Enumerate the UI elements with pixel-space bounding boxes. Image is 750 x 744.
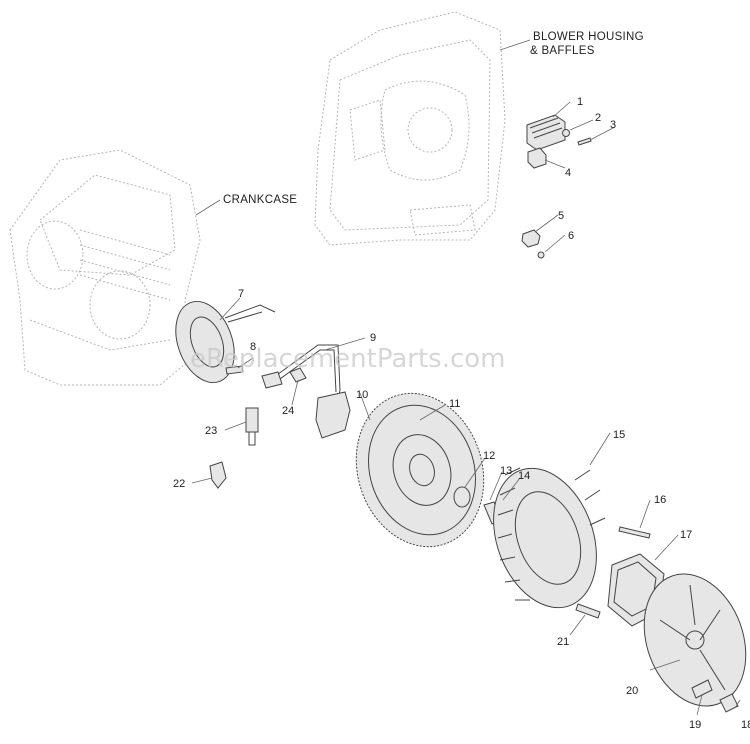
ignition-module-part-9 [261, 344, 351, 439]
spark-plug-part-23 [245, 407, 259, 446]
blower-housing-label: BLOWER HOUSING [533, 31, 644, 43]
flywheel-part-11 [355, 392, 485, 548]
fan-part-15 [493, 467, 606, 609]
callout-20: 20 [626, 685, 638, 697]
stator-part [175, 300, 276, 384]
blower-baffles-label: & BAFFLES [530, 45, 595, 57]
screw-part-18 [719, 693, 739, 713]
screw-part-3 [577, 137, 592, 146]
callout-4: 4 [565, 167, 571, 179]
crankcase-label: CRANKCASE [223, 194, 297, 206]
leader-lines [191, 39, 741, 716]
spring-part-24 [289, 367, 307, 383]
screw-part-16 [618, 526, 651, 539]
callout-19: 19 [689, 719, 701, 731]
callout-15: 15 [613, 429, 625, 441]
rectifier-regulator-part [526, 114, 566, 151]
callout-8: 8 [250, 341, 256, 353]
watermark-text: eReplacementParts.com [190, 344, 506, 374]
callout-5: 5 [558, 210, 564, 222]
washer-part-2 [562, 129, 570, 137]
callout-12: 12 [483, 450, 495, 462]
callout-1: 1 [577, 96, 583, 108]
clip-part-5 [521, 229, 541, 248]
callout-22: 22 [173, 478, 185, 490]
callout-9: 9 [370, 332, 376, 344]
callout-18: 18 [741, 719, 750, 731]
screw-part-8 [225, 365, 244, 375]
callout-10: 10 [356, 389, 368, 401]
callout-11: 11 [449, 398, 460, 410]
blower-housing-drawing [314, 11, 506, 246]
callout-14: 14 [518, 470, 530, 482]
callout-6: 6 [568, 230, 574, 242]
clip-part-19 [691, 679, 713, 699]
clip-part-22 [209, 461, 227, 489]
callout-17: 17 [680, 529, 692, 541]
callout-13: 13 [500, 465, 512, 477]
callout-16: 16 [654, 494, 666, 506]
callout-7: 7 [238, 288, 244, 300]
callout-2: 2 [595, 112, 601, 124]
crankcase-drawing [9, 149, 201, 386]
washer-part-12 [453, 486, 471, 508]
pin-part-21 [575, 603, 601, 619]
bracket-part-4 [527, 147, 547, 169]
callout-21: 21 [557, 636, 569, 648]
callout-23: 23 [205, 425, 217, 437]
callout-24: 24 [282, 405, 294, 417]
callout-3: 3 [610, 119, 616, 131]
screen-part-20 [643, 573, 747, 707]
screw-part-6 [537, 251, 545, 259]
